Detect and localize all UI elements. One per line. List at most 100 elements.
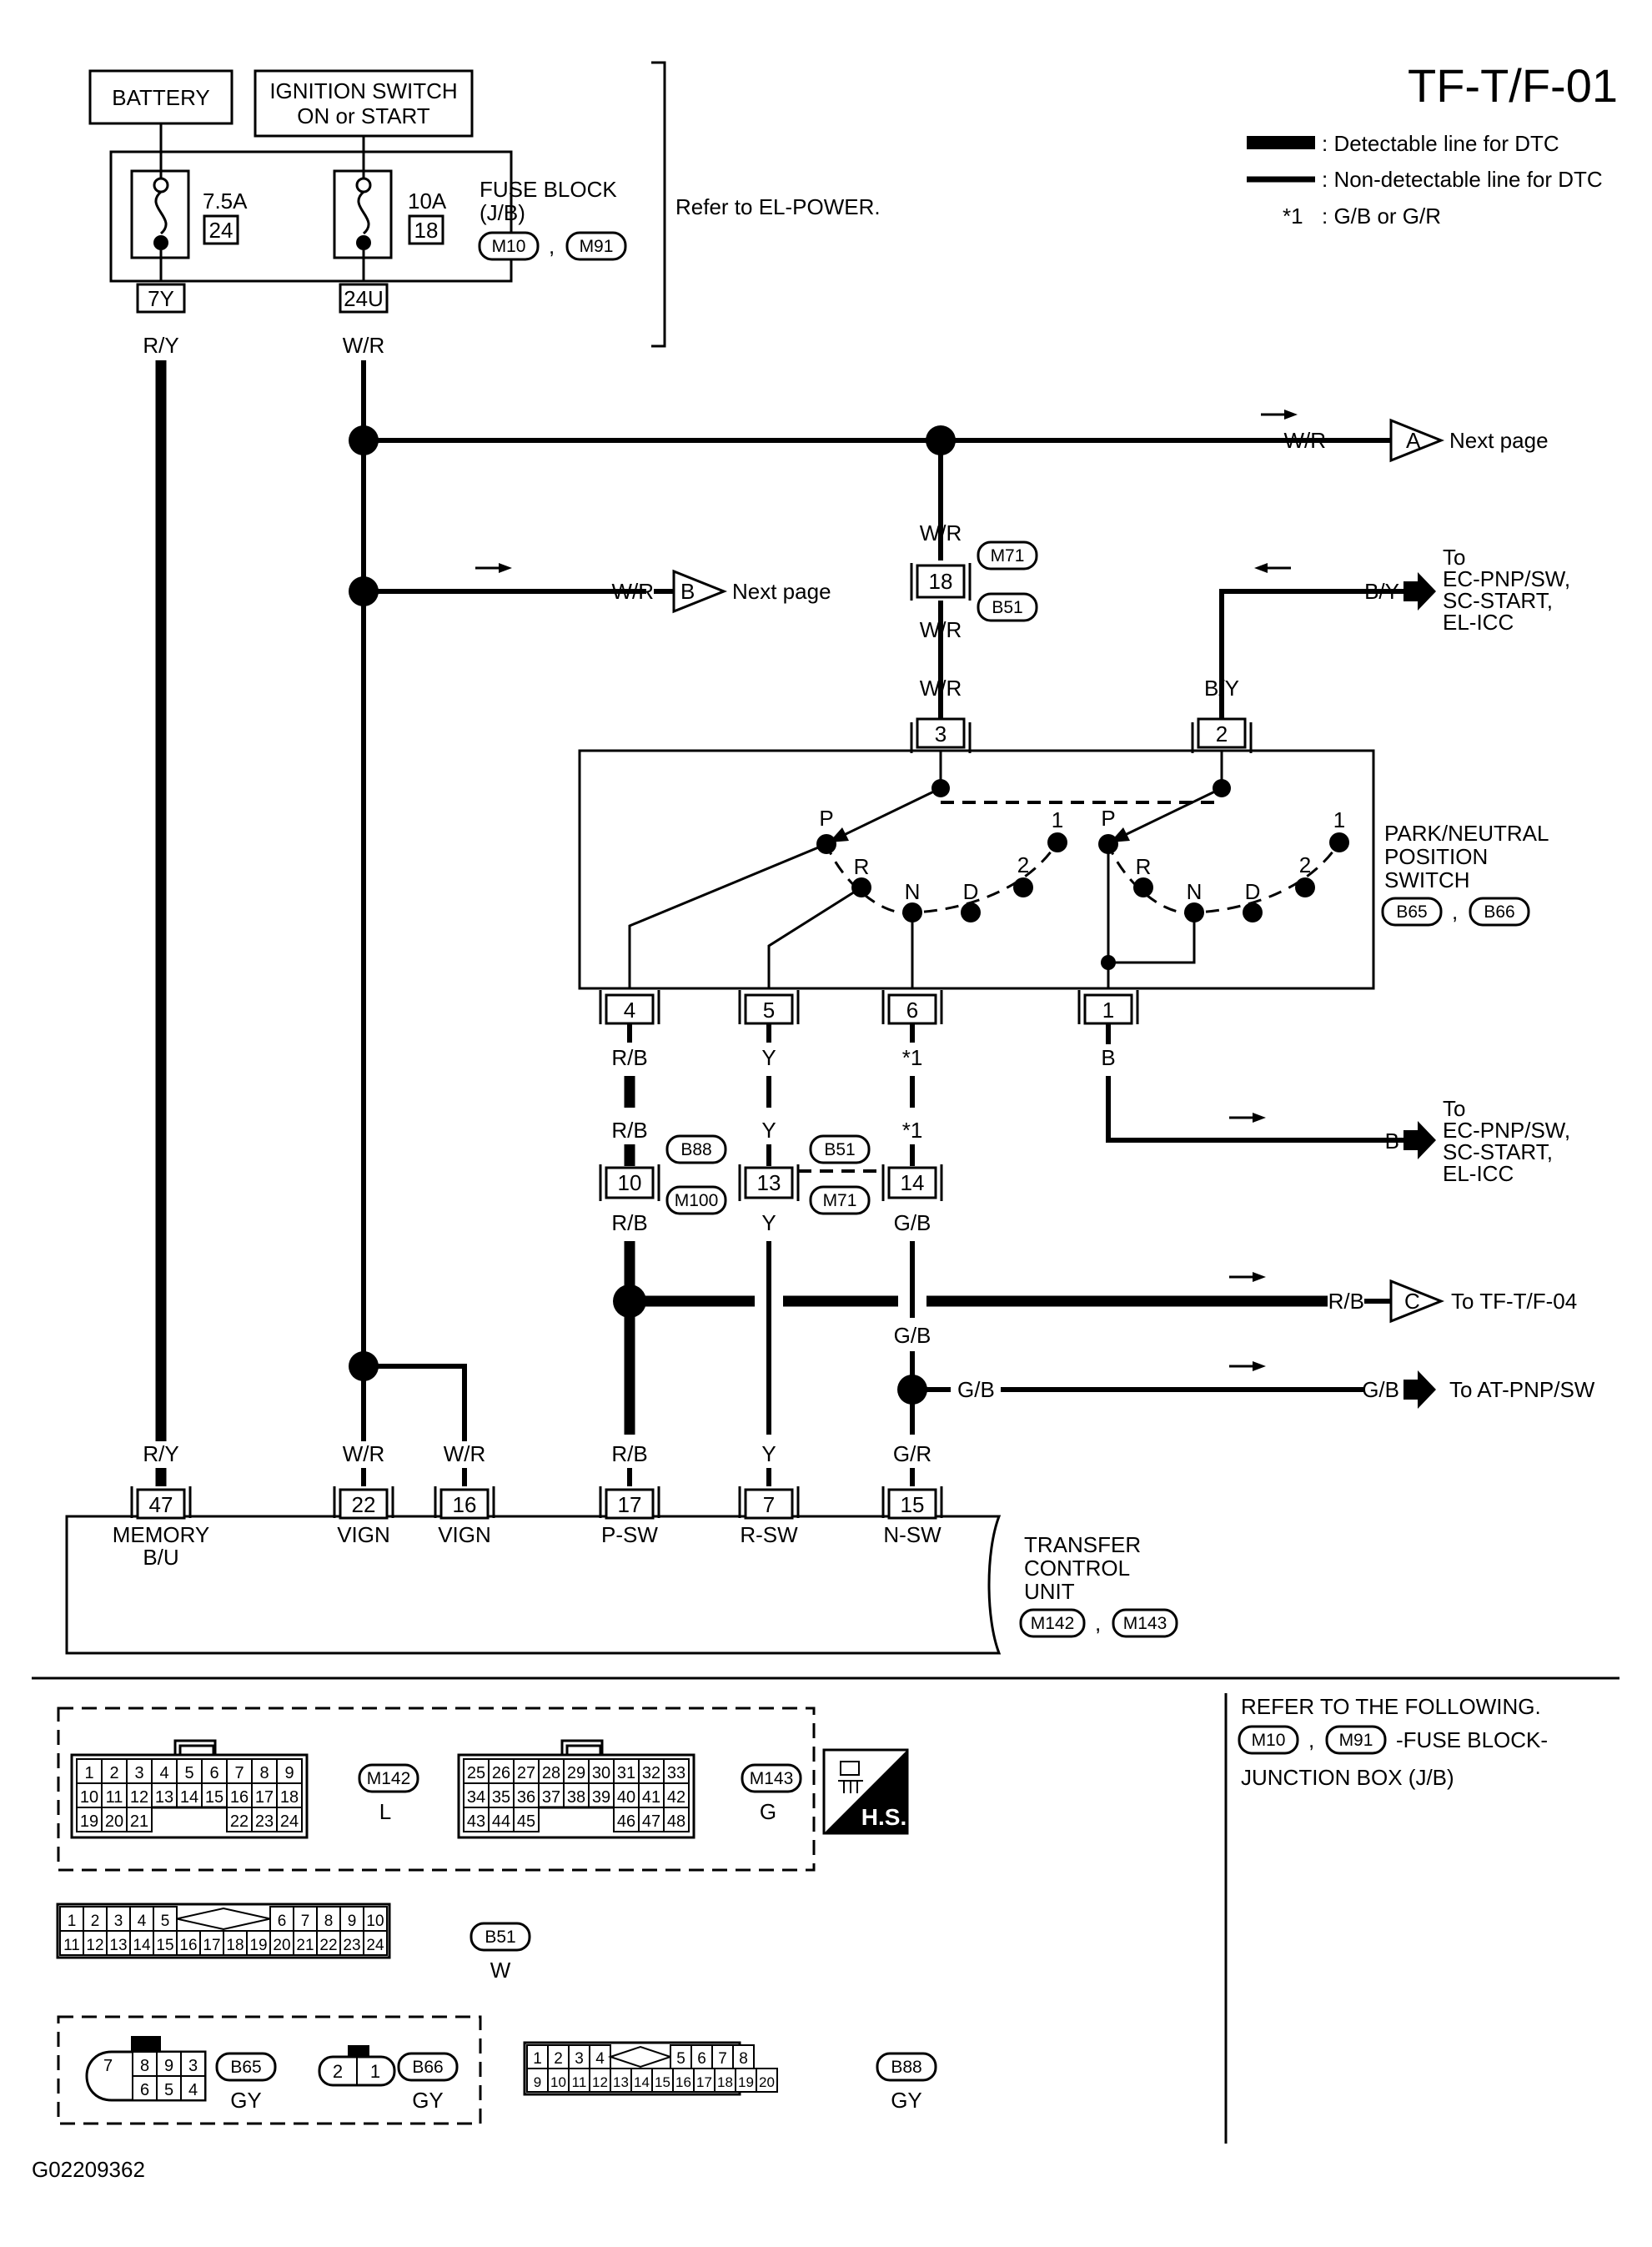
offpage-b-text: Next page: [732, 579, 831, 604]
offpage-by-1: EC-PNP/SW,: [1443, 566, 1570, 591]
b51-cell: [339, 1930, 364, 1956]
offpage-by-3: EL-ICC: [1443, 610, 1514, 635]
face-m142-color: L: [379, 1799, 391, 1824]
b51-pin-label: 22: [319, 1937, 337, 1954]
b88-cell: [670, 2044, 692, 2069]
faceM142-cell: [251, 1807, 278, 1832]
svg-text:13: 13: [757, 1170, 781, 1195]
mid-connector-m100: M100: [675, 1191, 719, 1210]
offpage-c-flag: [1389, 1279, 1445, 1324]
faceM143-pin-label: 37: [542, 1788, 560, 1807]
b88-pin-label: 12: [592, 2074, 608, 2090]
b51-cell: [363, 1930, 388, 1956]
faceM143-pin-label: 25: [467, 1764, 485, 1782]
wire-label-ry-tcu: R/Y: [143, 1441, 178, 1466]
b65-pin-label: 9: [164, 2057, 173, 2075]
b88-cell: [526, 2068, 549, 2093]
pnp-right-pos-2: 2: [1299, 852, 1311, 877]
b65-pin-label: 7: [103, 2057, 113, 2075]
terminal-7y: [136, 283, 186, 314]
tcu-pin-17: [605, 1488, 655, 1520]
fuse-block-label-2: (J/B): [480, 200, 525, 225]
b51-cell: [363, 1906, 388, 1932]
faceM142-cell: [251, 1782, 278, 1808]
figure-id: G02209362: [32, 2157, 145, 2182]
tcu-label-bu: B/U: [143, 1545, 178, 1570]
b88-cell: [693, 2068, 716, 2093]
b88-pin-label: 14: [634, 2074, 650, 2090]
faceM142-cell: [126, 1758, 153, 1784]
b51-cell: [59, 1930, 84, 1956]
b88-pin-label: 9: [534, 2074, 541, 2090]
refer-el-power: Refer to EL-POWER.: [675, 194, 881, 219]
faceM143-pin-label: 42: [667, 1788, 685, 1807]
b51-pin-label: 1: [68, 1913, 77, 1930]
faceM142-pin-label: 24: [280, 1812, 299, 1831]
b65-pin-label: 5: [164, 2081, 173, 2099]
b65-pin-label: 3: [188, 2057, 198, 2075]
tcu-label-nsw: N-SW: [883, 1522, 941, 1547]
legend-note-mark: *1: [1283, 204, 1303, 229]
wire-label-wr-m71-bottom: W/R: [920, 617, 962, 642]
wire-label-wr-pin3: W/R: [920, 676, 962, 701]
tcu-label-psw: P-SW: [601, 1522, 658, 1547]
wire-label-b-pin1: B: [1101, 1045, 1115, 1070]
faceM142-pin-label: 22: [230, 1812, 249, 1831]
tcu-pin-16: [439, 1488, 490, 1520]
battery-box: BATTERY: [88, 69, 233, 125]
b88-pin-label: 20: [759, 2074, 775, 2090]
face-b51-name: B51: [485, 1928, 515, 1947]
pnp-right-pos-1: 1: [1333, 807, 1345, 832]
b51-pin-label: 7: [301, 1913, 310, 1930]
wire-label-y-below: Y: [761, 1210, 776, 1235]
svg-text:5: 5: [763, 998, 775, 1023]
tcu-name-1: TRANSFER: [1024, 1532, 1141, 1557]
b51-cell: [316, 1930, 341, 1956]
wire-label-rb-mid: R/B: [611, 1118, 647, 1143]
pnp-comma: ,: [1452, 899, 1458, 924]
faceM142-cell: [151, 1782, 178, 1808]
faceM142-pin-label: 19: [80, 1812, 98, 1831]
pnp-pin-1: [1083, 993, 1133, 1025]
faceM142-cell: [101, 1782, 128, 1808]
b88-pin-label: 2: [554, 2050, 563, 2068]
faceM142-pin-label: 18: [280, 1788, 299, 1807]
tcu-name-2: CONTROL: [1024, 1556, 1130, 1581]
pnp-left-pos-r: R: [854, 854, 870, 879]
wire-label-y-tcu: Y: [761, 1441, 776, 1466]
b51-cell: [176, 1930, 201, 1956]
faceM143-pin-label: 28: [542, 1764, 560, 1782]
faceM143-pin-label: 41: [642, 1788, 660, 1807]
b88-pin-label: 15: [655, 2074, 670, 2090]
b88-pin-label: 16: [675, 2074, 691, 2090]
mid-connector-b51: B51: [824, 1140, 855, 1159]
wire-label-ry-top: R/Y: [143, 333, 178, 358]
b51-pin-label: 16: [179, 1937, 197, 1954]
faceM142-pin-label: 11: [106, 1788, 123, 1807]
faceM143-cell: [513, 1782, 540, 1808]
faceM142-pin-label: 6: [209, 1764, 218, 1782]
b51-pin-label: 9: [348, 1913, 357, 1930]
svg-text:6: 6: [906, 998, 918, 1023]
faceM143-pin-label: 45: [517, 1812, 535, 1831]
svg-text:22: 22: [352, 1492, 376, 1517]
b51-pin-label: 17: [203, 1937, 220, 1954]
harness-side-badge: H.S.: [822, 1748, 909, 1835]
wire-label-y-mid: Y: [761, 1118, 776, 1143]
faceM143-pin-label: 27: [517, 1764, 535, 1782]
svg-text:16: 16: [453, 1492, 477, 1517]
offpage-by-to: To: [1443, 545, 1465, 570]
faceM143-pin-label: 44: [492, 1812, 510, 1831]
wire-label-b-right: B: [1385, 1129, 1399, 1154]
faceM142-cell: [76, 1782, 103, 1808]
svg-text:24U: 24U: [344, 286, 384, 311]
wire-label-by-right: B/Y: [1364, 579, 1399, 604]
b88-pin-label: 10: [550, 2074, 566, 2090]
faceM142-pin-label: 13: [155, 1788, 173, 1807]
footer-refer-2: -FUSE BLOCK-: [1396, 1727, 1548, 1752]
faceM143-pin-label: 32: [642, 1764, 660, 1782]
pnp-connector-b66: B66: [1484, 902, 1514, 922]
